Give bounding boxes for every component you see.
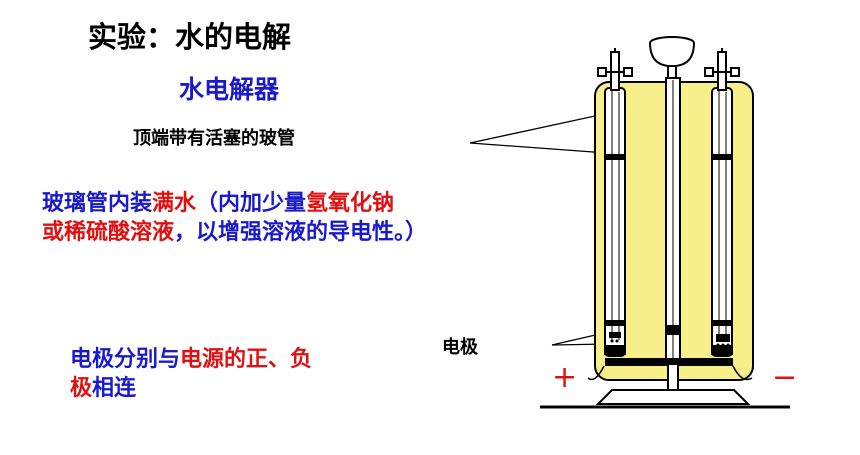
desc1-seg-1: 玻璃管内装 xyxy=(42,191,153,216)
minus-terminal: − xyxy=(772,360,798,395)
ed1-seg-1: 电极分别与 xyxy=(70,347,181,372)
plus-terminal: + xyxy=(552,360,578,395)
electrode-note-line-2: 极相连 xyxy=(70,370,136,402)
left-electrode xyxy=(609,332,621,343)
funnel xyxy=(649,36,695,81)
ed2-seg-1: 极 xyxy=(70,376,93,401)
desc2-seg-2: ，以增强溶液的导电性。） xyxy=(174,220,428,245)
ed2-seg-2: 相连 xyxy=(92,376,137,401)
central-tube xyxy=(665,77,681,365)
desc1-seg-4: 氢氧化钠 xyxy=(306,191,395,216)
apparatus-name: 水电解器 xyxy=(179,75,280,104)
left-stopcock xyxy=(597,48,633,91)
stand xyxy=(540,363,790,409)
ed1-seg-2: 电源的正、负 xyxy=(180,347,313,372)
right-electrode xyxy=(716,334,730,347)
electrode-label: 电极 xyxy=(442,337,478,358)
desc1-seg-2: 满水 xyxy=(152,191,197,216)
right-stopcock xyxy=(704,48,740,91)
description-line-2: 或稀硫酸溶液，以增强溶液的导电性。） xyxy=(42,214,427,246)
page-title: 实验：水的电解 xyxy=(88,20,292,54)
right-tube xyxy=(711,87,733,357)
desc1-seg-3: （内加少量 xyxy=(196,191,307,216)
tube-label: 顶端带有活塞的玻管 xyxy=(133,128,295,149)
bottom-crossbar xyxy=(605,358,733,366)
electrode-note-line-1: 电极分别与电源的正、负 xyxy=(70,341,312,373)
description-line-1: 玻璃管内装满水（内加少量氢氧化钠 xyxy=(42,185,394,217)
left-tube xyxy=(604,87,626,357)
desc2-seg-1: 或稀硫酸溶液 xyxy=(42,220,175,245)
wires xyxy=(587,365,753,381)
